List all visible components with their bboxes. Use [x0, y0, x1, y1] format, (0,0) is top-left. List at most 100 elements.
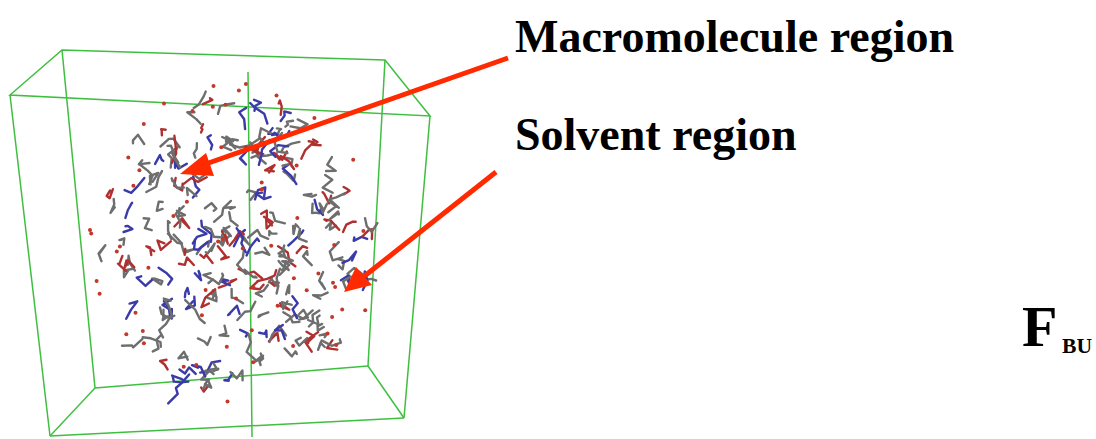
water-dot [332, 243, 336, 247]
molecule-bond [330, 193, 345, 208]
water-dot [142, 122, 146, 126]
molecule-bond [174, 218, 189, 228]
molecule-bond [226, 137, 233, 142]
molecule-bond [305, 332, 318, 352]
water-dot [260, 188, 264, 192]
molecule-bond [107, 189, 113, 198]
region-label: Solvent region [515, 112, 797, 158]
water-dot [124, 332, 128, 336]
molecule-bond [125, 178, 145, 193]
water-dot [126, 156, 130, 160]
molecule-bond [338, 259, 344, 269]
water-dot [95, 279, 99, 283]
molecule-bond [270, 212, 285, 223]
molecule-bond [185, 288, 189, 297]
molecule-bond [251, 281, 264, 289]
molecule-bond [288, 230, 303, 245]
water-dot [275, 94, 279, 98]
water-dot [260, 181, 264, 185]
molecule-bond [155, 155, 163, 164]
molecule-bond [200, 255, 212, 263]
water-dot [89, 232, 93, 236]
molecule-bond [258, 270, 277, 281]
symbol-label: F [1022, 298, 1057, 356]
molecule-bond [214, 201, 231, 222]
water-dot [182, 365, 186, 369]
molecule-bond [133, 135, 144, 144]
molecule-bond [180, 367, 196, 374]
molecule-bond [299, 310, 308, 320]
water-dot [219, 145, 223, 149]
molecule-bond [168, 381, 184, 404]
water-dot [340, 308, 344, 312]
molecule-bond [146, 171, 162, 192]
molecule-bond [231, 371, 243, 381]
molecule-bond [206, 243, 215, 253]
water-dot [134, 311, 138, 315]
box-edge [95, 366, 368, 388]
molecule-bond [201, 289, 215, 307]
molecule-bond [259, 331, 266, 338]
molecule-bond [213, 274, 224, 284]
molecule-bond [248, 230, 268, 239]
molecule-bond [365, 218, 377, 232]
water-dot [250, 328, 254, 332]
water-dot [333, 285, 337, 289]
water-dot [241, 246, 245, 250]
leader-arrow [200, 58, 508, 166]
molecule-bond [281, 111, 291, 121]
water-dot [185, 200, 189, 204]
molecule-bond [187, 112, 200, 124]
molecule-bond [143, 337, 161, 347]
molecule-bond [218, 103, 234, 114]
molecule-bond [201, 221, 211, 242]
water-dot [252, 286, 256, 290]
molecule-bond [343, 222, 356, 232]
water-dot [118, 245, 122, 249]
molecule-bond [146, 246, 154, 255]
molecule-bond [285, 121, 293, 127]
molecule-bond [244, 270, 256, 278]
molecule-bond [237, 302, 255, 320]
water-dot [276, 304, 280, 308]
molecule-bond [285, 348, 297, 356]
molecule-bond [232, 289, 244, 303]
subscript-label: BU [1062, 336, 1092, 358]
molecule-bond [124, 226, 133, 232]
water-dot [305, 288, 309, 292]
water-dot [295, 216, 299, 220]
box-edge [62, 50, 95, 388]
box-edge [50, 388, 95, 436]
water-dot [137, 168, 141, 172]
water-dot [216, 239, 220, 243]
molecule-bond [317, 316, 322, 326]
water-dot [234, 297, 238, 301]
water-dot [331, 281, 335, 285]
water-dot [224, 103, 228, 107]
box-edge [10, 95, 50, 436]
molecule-bond [111, 199, 115, 213]
molecule-bond [144, 218, 152, 230]
water-dot [237, 89, 241, 93]
molecule-bond [259, 312, 269, 317]
molecule-bond [218, 246, 229, 259]
molecule-bond [179, 352, 188, 360]
molecule-bond [160, 360, 168, 370]
water-dot [330, 315, 334, 319]
water-dot [316, 272, 320, 276]
molecule-bond [261, 211, 272, 226]
molecule-bond [208, 135, 213, 149]
molecule-bond [293, 224, 298, 234]
water-dot [363, 308, 367, 312]
water-dot [146, 266, 150, 270]
water-dot [211, 105, 215, 109]
molecule-bond [160, 139, 179, 148]
molecule-bond [283, 312, 299, 322]
water-dot [200, 313, 204, 317]
arrow-head [344, 267, 372, 292]
molecule-bond [158, 241, 171, 250]
molecule-bond [265, 165, 274, 172]
molecule-bond [283, 246, 293, 261]
water-dot [244, 82, 248, 86]
